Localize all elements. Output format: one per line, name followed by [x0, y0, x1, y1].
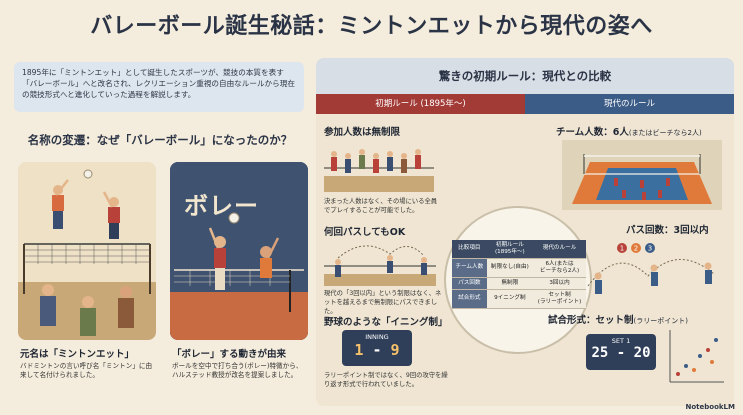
table-cell: 無制限	[486, 277, 534, 290]
table-cell: 3回以内	[533, 277, 586, 290]
table-row: チーム人数 制限なし(自由) 6人(または ビーチなら2人)	[452, 258, 586, 278]
comparison-banner: 驚きの初期ルール：現代との比較	[316, 58, 734, 94]
comparison-table: 比較項目 初期ルール (1895年〜) 現代のルール チーム人数 制限なし(自由…	[452, 240, 586, 309]
inning-score-dash: -	[372, 341, 382, 359]
pass-number: 3	[648, 245, 652, 253]
set-scoreboard: SET 1 25 - 20	[586, 334, 656, 370]
volley-text: ボールを空中で打ち合う(ボレー)特徴から、ハルステッド教授が改名を提案しました。	[172, 362, 303, 380]
new-rules-header: 現代のルール	[525, 94, 734, 114]
table-row: 試合形式 9イニング制 セット制 (ラリーポイント)	[452, 289, 586, 309]
mintonette-heading: 元名は「ミントンエット」	[20, 349, 135, 360]
set-score-right: 20	[633, 345, 651, 361]
table-cell: チーム人数	[452, 258, 487, 278]
table-cell: セット制 (ラリーポイント)	[533, 289, 586, 309]
old-rule-heading-players: 参加人数は無制限	[324, 127, 401, 138]
table-header: 比較項目	[452, 240, 487, 259]
table-cell: 6人(または ビーチなら2人)	[533, 258, 586, 278]
mintonette-illustration	[18, 162, 156, 340]
intro-box: 1895年に「ミントンエット」として誕生したスポーツが、競技の本質を表す「バレー…	[14, 62, 304, 112]
set-score-dash: -	[616, 345, 626, 361]
new-rule-heading-set: 試合形式：セット制(ラリーポイント)	[548, 312, 688, 326]
volley-poster-word: ボレー	[184, 192, 259, 220]
inning-score-left: 1	[354, 341, 364, 359]
new-rule-heading-players: チーム人数：6人(またはビーチなら2人)	[556, 124, 702, 138]
volley-poster-illustration: ボレー	[170, 162, 308, 340]
inning-score-right: 9	[390, 341, 400, 359]
old-rule-heading-inning: 野球のような「イニング制」	[324, 317, 448, 328]
old-rule-text-pass: 現代の「3回以内」という制限はなく、ネットを越えるまで無制限にパスできました。	[324, 290, 442, 315]
notebooklm-brand: NotebookLM	[685, 403, 735, 411]
page-title: バレーボール誕生秘話：ミントンエットから現代の姿へ	[90, 14, 653, 39]
rally-dots-illustration	[669, 330, 724, 383]
old-rules-header: 初期ルール (1895年〜)	[316, 94, 525, 114]
pass-number: 2	[634, 245, 638, 253]
pass-number: 1	[620, 245, 624, 253]
table-cell: 制限なし(自由)	[486, 258, 534, 278]
mintonette-text: バドミントンの言い呼び名「ミントン」に由来して名付けられました。	[20, 362, 153, 380]
new-rule-set-main: 試合形式：セット制	[548, 315, 634, 326]
old-rule-text-players: 決まった人数はなく、その場にいる全員でプレイすることが可能でした。	[324, 198, 438, 214]
new-rule-heading-pass: パス回数：3回以内	[626, 225, 709, 236]
modern-court-illustration	[562, 140, 722, 210]
old-rule-text-inning: ラリーポイント制ではなく、9回の攻守を繰り返す形式で行われていました。	[324, 372, 448, 388]
comparison-panel: 驚きの初期ルール：現代との比較 初期ルール (1895年〜) 現代のルール 参加…	[316, 58, 734, 406]
table-header: 現代のルール	[533, 240, 586, 259]
old-rule-heading-pass: 何回パスしてもOK	[324, 227, 406, 238]
table-cell: 9イニング制	[486, 289, 534, 309]
volley-heading: 「ボレー」する動きが由来	[172, 349, 287, 360]
table-cell: パス回数	[452, 277, 487, 290]
set-label: SET 1	[611, 337, 631, 345]
table-header: 初期ルール (1895年〜)	[486, 240, 534, 259]
table-row: パス回数 無制限 3回以内	[452, 277, 586, 290]
unlimited-pass-illustration	[324, 245, 436, 286]
new-rule-players-note: (またはビーチなら2人)	[628, 129, 702, 137]
three-pass-illustration: 1 2 3	[587, 243, 715, 294]
table-cell: 試合形式	[452, 289, 487, 309]
rename-section-title: 名称の変遷：なぜ「バレーボール」になったのか？	[27, 133, 293, 147]
new-rule-set-note: (ラリーポイント)	[633, 317, 688, 325]
new-rule-players-main: チーム人数：6人	[556, 127, 629, 138]
inning-scoreboard: INNING 1 - 9	[342, 330, 412, 366]
inning-label: INNING	[365, 333, 389, 341]
crowd-players-illustration	[324, 149, 434, 192]
set-score-left: 25	[591, 345, 609, 361]
